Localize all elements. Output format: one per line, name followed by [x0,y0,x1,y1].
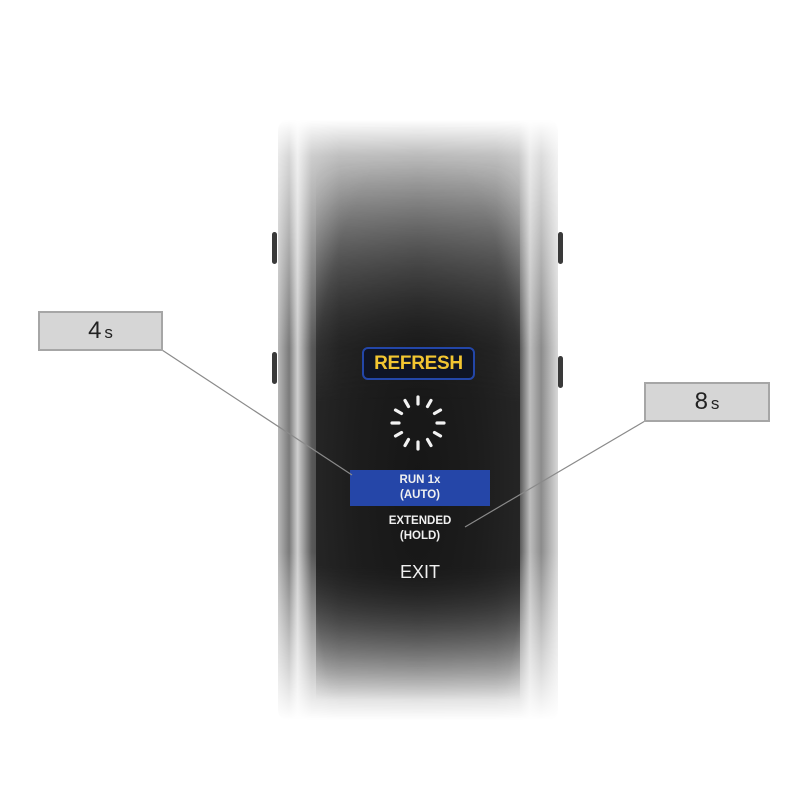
loading-spinner-icon [390,395,446,451]
menu-item-label: EXIT [399,562,440,582]
callout-unit: s [104,323,113,342]
menu-item-label: EXTENDED [388,515,452,527]
menu-item-sublabel: (HOLD) [399,530,441,542]
left-side-button-upper [272,232,277,264]
callout-value: 8 [694,388,708,415]
callout-8s: 8 s [644,382,770,422]
refresh-badge: REFRESH [362,347,475,380]
menu-item-run-1x-auto[interactable]: RUN 1x (AUTO) [350,470,490,506]
right-side-button-upper [558,232,563,264]
callout-value: 4 [88,317,102,344]
menu-item-extended-hold[interactable]: EXTENDED (HOLD) [350,514,490,544]
menu-item-exit[interactable]: EXIT [350,561,490,583]
menu-item-sublabel: (AUTO) [399,489,441,501]
menu-item-label: RUN 1x [399,474,441,486]
right-side-button-lower [558,356,563,388]
left-side-button-lower [272,352,277,384]
callout-4s: 4 s [38,311,163,351]
callout-unit: s [710,394,720,413]
device [272,120,564,720]
